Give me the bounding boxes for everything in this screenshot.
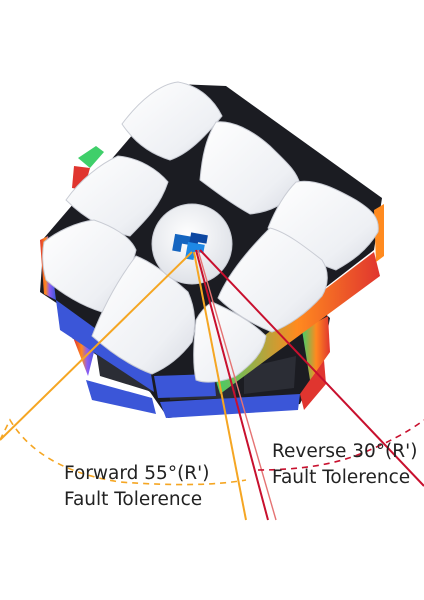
forward-angle-lines	[0, 251, 247, 521]
logo-mark-icon	[172, 232, 208, 261]
reverse-fault-tolerance-label: Reverse 30°(R') Fault Tolerence	[272, 439, 417, 491]
forward-angle-text: Forward 55°(R')	[64, 463, 210, 484]
reverse-angle-lines	[195, 249, 424, 521]
reverse-fault-text: Fault Tolerence	[272, 467, 411, 488]
reverse-angle-text: Reverse 30°(R')	[272, 441, 418, 462]
forward-fault-text: Fault Tolerence	[64, 489, 203, 510]
forward-fault-tolerance-label: Forward 55°(R') Fault Tolerence	[64, 461, 209, 513]
cube-top-face	[40, 81, 384, 398]
sticker-grid	[42, 81, 379, 383]
